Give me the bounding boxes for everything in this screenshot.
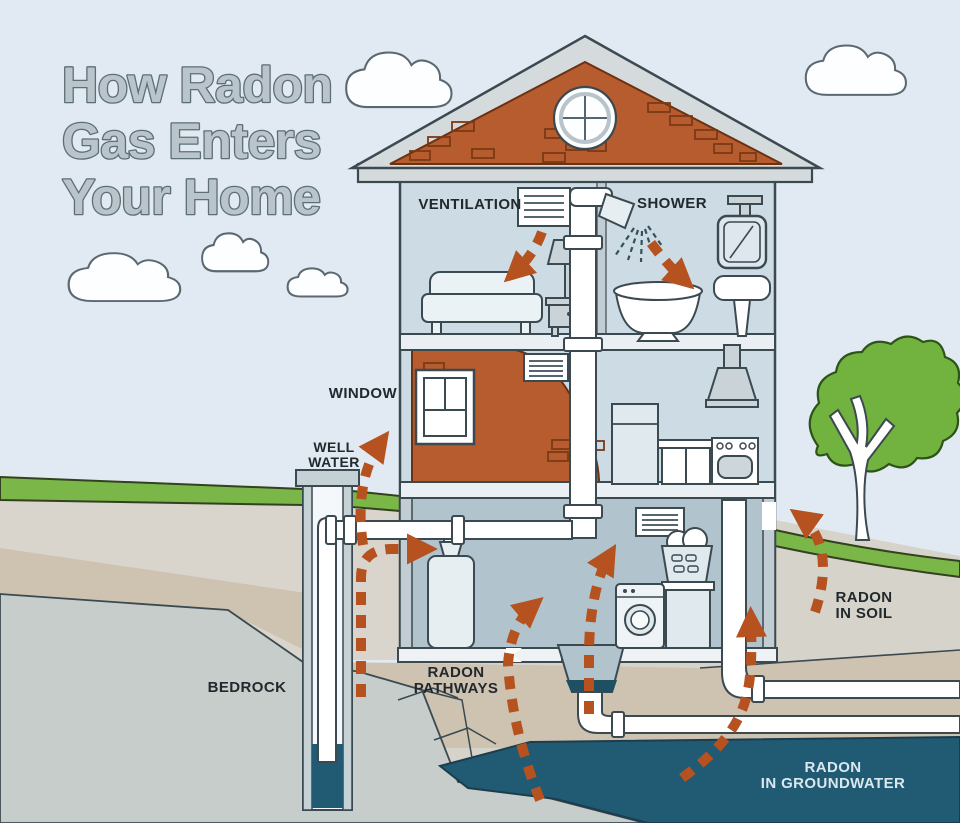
wall-crack-right	[762, 502, 776, 530]
subsoil-left	[0, 548, 340, 668]
label-bedrock: BEDROCK	[208, 679, 287, 696]
svg-text:RADON: RADON	[805, 759, 862, 776]
svg-text:RADON: RADON	[428, 664, 485, 681]
arrow-soil	[789, 508, 829, 614]
pedestal-sink	[713, 275, 771, 337]
fridge	[611, 403, 659, 485]
labels: VENTILATION SHOWER WINDOW WELL WATER RAD…	[208, 195, 905, 792]
ventilation-vent	[517, 187, 571, 227]
tree	[808, 335, 960, 541]
attic-window	[552, 85, 618, 151]
arrow-window	[355, 430, 390, 546]
kitchen-counter	[657, 439, 715, 485]
mid-floor-vent	[523, 353, 569, 382]
sump-drain-pipe	[577, 691, 960, 734]
range-hood	[705, 344, 759, 408]
title-line-1: How Radon	[62, 57, 332, 113]
well-pipe	[317, 516, 337, 763]
groundwater	[437, 735, 960, 823]
house-window	[414, 368, 476, 446]
label-radon-pathways: RADON PATHWAYS	[414, 664, 499, 697]
arrow-shower	[647, 239, 695, 290]
svg-text:PATHWAYS: PATHWAYS	[414, 680, 499, 697]
label-radon-in-groundwater: RADON IN GROUNDWATER	[761, 759, 905, 792]
sump-pit	[556, 644, 626, 693]
label-window: WINDOW	[329, 385, 398, 402]
svg-text:IN SOIL: IN SOIL	[836, 605, 893, 622]
label-radon-in-soil: RADON IN SOIL	[836, 589, 893, 622]
radon-arrows	[355, 230, 829, 802]
arrow-groundwater-to-crack	[502, 596, 545, 802]
arrow-well-pipe	[356, 533, 438, 697]
well-cap	[295, 469, 360, 487]
label-ventilation: VENTILATION	[418, 196, 521, 213]
mirror	[716, 214, 768, 270]
arrow-ventilation	[503, 230, 547, 283]
pipes	[325, 187, 960, 738]
basement-floor-left	[397, 647, 563, 663]
ground-layers	[0, 475, 960, 823]
svg-text:RADON: RADON	[836, 589, 893, 606]
label-shower: SHOWER	[637, 195, 707, 212]
laundry-cabinet	[661, 581, 715, 649]
title-line-3: Your Home	[62, 169, 321, 225]
tree-trunk	[828, 394, 896, 541]
svg-text:WATER: WATER	[308, 454, 360, 470]
title-line-2: Gas Enters	[62, 113, 321, 169]
laundry-basket	[660, 527, 714, 583]
stove	[711, 437, 759, 485]
page-title: How Radon Gas Enters Your Home	[61, 56, 335, 227]
arrow-groundwater-up-pipe	[679, 606, 767, 783]
washing-machine	[615, 583, 665, 649]
svg-text:WELL: WELL	[313, 439, 354, 455]
svg-text:IN GROUNDWATER: IN GROUNDWATER	[761, 775, 905, 792]
shower-head	[597, 192, 636, 230]
label-well-water: WELL WATER	[308, 439, 360, 470]
